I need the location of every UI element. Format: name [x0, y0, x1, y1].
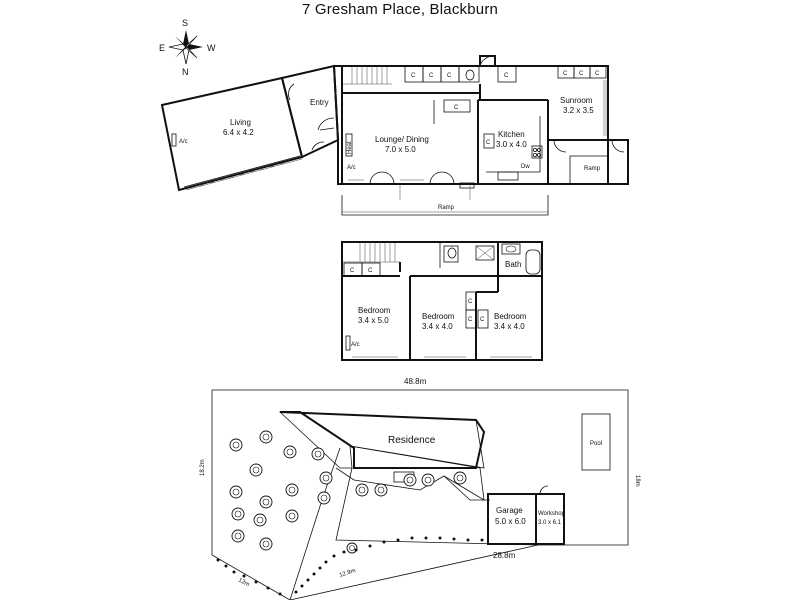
ground-floor-plan: C C C C C Heat A/c Lounge/ Dining 7.0 x … — [160, 55, 629, 216]
site-top-dimension: 48.8m — [404, 377, 427, 386]
tree-icon — [231, 529, 245, 543]
toilet-icon — [447, 247, 457, 259]
tree-icon — [231, 507, 245, 521]
heater-label: Heat — [347, 141, 353, 154]
cupboard-label: C — [368, 268, 373, 274]
tree-icon — [317, 491, 331, 505]
tree-icon — [421, 473, 435, 487]
cupboard-label: C — [563, 71, 568, 77]
site-angle-left-dimension: 12m — [237, 577, 250, 588]
cupboard-label: C — [504, 73, 509, 79]
cupboard-label: C — [468, 317, 473, 323]
cupboard-label: C — [350, 268, 355, 274]
tree-icon — [259, 430, 273, 444]
cupboard-label: C — [468, 299, 473, 305]
cupboard-label: C — [429, 73, 434, 79]
bedroom-3-dims: 3.4 x 4.0 — [494, 322, 525, 331]
bedroom-1-ac-label: A/c — [351, 342, 360, 348]
cupboard-label: C — [447, 73, 452, 79]
living-ac-label: A/c — [179, 139, 188, 145]
tree-icon — [311, 447, 325, 461]
tree-icon — [259, 537, 273, 551]
tree-icon — [374, 483, 388, 497]
bedroom-2-name: Bedroom — [422, 312, 455, 321]
garage-name: Garage — [496, 506, 523, 515]
residence-label: Residence — [388, 435, 436, 446]
hedge-dots — [216, 536, 484, 596]
ramp-right-label: Ramp — [584, 166, 601, 172]
workshop-walls — [535, 493, 565, 545]
lounge-dining-name: Lounge/ Dining — [375, 135, 429, 144]
workshop-name: Workshop — [538, 511, 566, 517]
compass-west-label: W — [207, 43, 216, 53]
tree-icon — [229, 485, 243, 499]
bedroom-1-dims: 3.4 x 5.0 — [358, 316, 389, 325]
site-plan: Residence Pool Garage 5.0 x 6.0 Workshop… — [200, 377, 640, 600]
compass-south-label: S — [182, 18, 188, 28]
tree-icon — [229, 438, 243, 452]
lounge-ac-label: A/c — [347, 165, 356, 171]
cupboard-label: C — [579, 71, 584, 77]
site-bottom-dimension: 28.8m — [493, 551, 516, 560]
first-floor-walls — [341, 241, 543, 361]
ramp-bottom-label: Ramp — [438, 205, 455, 211]
bedroom-3-name: Bedroom — [494, 312, 527, 321]
cupboard-label: C — [454, 105, 459, 111]
bedroom-1-name: Bedroom — [358, 306, 391, 315]
pool-label: Pool — [590, 441, 602, 447]
living-name: Living — [230, 118, 251, 127]
site-angle-mid-dimension: 12.9m — [339, 568, 357, 579]
entry-name: Entry — [310, 98, 329, 107]
tree-icon — [453, 471, 467, 485]
cupboard-label: C — [486, 140, 491, 146]
site-boundary — [211, 389, 629, 600]
trees-group — [229, 430, 467, 554]
dishwasher-label: Dw — [521, 164, 530, 170]
tree-icon — [403, 473, 417, 487]
cupboard-label: C — [411, 73, 416, 79]
entry-walls — [280, 64, 340, 159]
compass-north-label: N — [182, 67, 189, 77]
toilet-icon — [465, 69, 475, 81]
tree-icon — [355, 483, 369, 497]
living-dims: 6.4 x 4.2 — [223, 128, 254, 137]
tree-icon — [253, 513, 267, 527]
compass-east-label: E — [159, 43, 165, 53]
tree-icon — [259, 495, 273, 509]
tree-icon — [319, 471, 333, 485]
bedroom-2-dims: 3.4 x 4.0 — [422, 322, 453, 331]
cupboard-label: C — [595, 71, 600, 77]
cupboard-label: C — [480, 317, 485, 323]
site-right-dimension: 18m — [634, 475, 640, 487]
garage-dims: 5.0 x 6.0 — [495, 517, 526, 526]
first-floor-plan: C C Bath C C C Bedroom 3.4 x 5.0 A/c Bed… — [341, 241, 543, 361]
tree-icon — [283, 445, 297, 459]
tree-icon — [285, 509, 299, 523]
kitchen-dims: 3.0 x 4.0 — [496, 140, 527, 149]
bath-label: Bath — [505, 260, 521, 269]
site-left-dimension: 18.2m — [200, 459, 206, 476]
sunroom-dims: 3.2 x 3.5 — [563, 106, 594, 115]
page-title: 7 Gresham Place, Blackburn — [301, 1, 499, 18]
workshop-dims: 3.0 x 6.1 — [538, 520, 562, 526]
pool-shape — [581, 413, 611, 471]
lounge-dining-dims: 7.0 x 5.0 — [385, 145, 416, 154]
tree-icon — [285, 483, 299, 497]
kitchen-name: Kitchen — [498, 130, 525, 139]
tree-icon — [249, 463, 263, 477]
compass-rose-icon — [168, 30, 203, 65]
sunroom-name: Sunroom — [560, 96, 593, 105]
tree-icon — [346, 542, 358, 554]
